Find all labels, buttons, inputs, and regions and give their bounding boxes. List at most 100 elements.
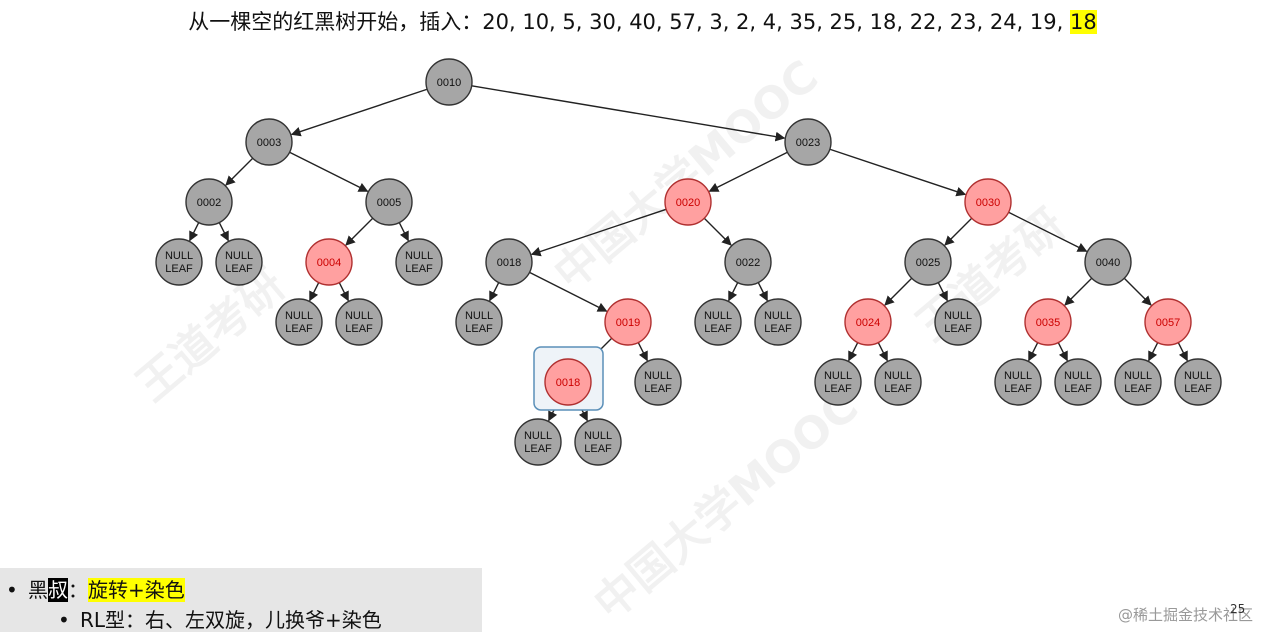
tree-edge [728,282,739,302]
null-leaf-label: NULL [1004,370,1032,382]
tree-node-0020: 0020 [664,178,712,226]
tree-edge [848,342,859,362]
tree-edge [1064,277,1093,306]
null-leaf-label: NULL [884,370,912,382]
page-number: 25 [1230,602,1246,616]
node-circle [664,178,712,226]
null-leaf-label: LEAF [824,383,852,395]
tree-node-0010: 0010 [425,58,473,106]
tree-edge [703,217,732,246]
node-label: 0002 [197,197,221,209]
null-leaf-circle [574,418,622,466]
null-leaf-label: NULL [1064,370,1092,382]
null-leaf-label: LEAF [1184,383,1212,395]
tree-edge [829,148,967,197]
node-label: 0035 [1036,317,1060,329]
node-label: 0004 [317,257,341,269]
tree-edge [489,282,500,302]
null-leaf-circle [934,298,982,346]
null-leaf-circle [814,358,862,406]
node-circle [1144,298,1192,346]
null-leaf-label: NULL [465,310,493,322]
node-label: 0023 [796,137,820,149]
null-leaf-circle [994,358,1042,406]
node-circle [485,238,533,286]
tree-edge [338,282,349,302]
null-leaf-circle [634,358,682,406]
null-leaf-label: NULL [764,310,792,322]
null-leaf-label: NULL [165,250,193,262]
note-black: 黑 [28,578,48,602]
node-label: 0018 [497,257,521,269]
note-rl-rule: RL型：右、左双旋，儿换爷+染色 [80,608,382,632]
node-label: 0020 [676,197,700,209]
null-leaf-circle [395,238,443,286]
null-leaf-label: NULL [225,250,253,262]
null-leaf-label: LEAF [225,263,253,275]
null-leaf-label: LEAF [524,443,552,455]
note-sep: ： [68,578,88,602]
tree-edge [225,157,254,186]
tree-node-0025: 0025 [904,238,952,286]
node-circle [365,178,413,226]
node-label: 0024 [856,317,880,329]
null-leaf-label: LEAF [764,323,792,335]
null-leaf-label: NULL [405,250,433,262]
credit-text: @稀土掘金技术社区 [1118,606,1254,624]
tree-edge [877,342,888,362]
tree-edge [309,282,320,302]
node-label: 0005 [377,197,401,209]
null-leaf-label: LEAF [1064,383,1092,395]
tree-node-0004: 0004 [305,238,353,286]
tree-edge [1177,342,1188,362]
null-leaf-label: NULL [285,310,313,322]
tree-edge [937,282,948,302]
node-circle [784,118,832,166]
null-leaf-label: NULL [584,430,612,442]
tree-node-0040: 0040 [1084,238,1132,286]
tree-edge [471,85,786,142]
null-leaf-circle [514,418,562,466]
null-leaf-label: NULL [345,310,373,322]
tree-edge [757,282,768,302]
tree-node-0035: 0035 [1024,298,1072,346]
tree-edge [1148,342,1159,362]
null-leaf-label: LEAF [285,323,313,335]
tree-edge [530,208,667,257]
null-leaf-label: LEAF [1124,383,1152,395]
node-label: 0040 [1096,257,1120,269]
node-label: 0025 [916,257,940,269]
tree-edges [189,85,1188,422]
tree-edge [345,217,374,246]
tree-edge [1008,211,1088,252]
note-uncle: 叔 [48,578,68,602]
title-highlight: 18 [1069,10,1097,34]
null-leaf-circle [874,358,922,406]
tree-edge [289,151,369,192]
notes-panel: •黑叔：旋转+染色 •RL型：右、左双旋，儿换爷+染色 [0,568,482,632]
null-leaf-label: LEAF [405,263,433,275]
tree-edge [398,222,409,242]
tree-node-0019: 0019 [604,298,652,346]
null-leaf-label: NULL [644,370,672,382]
tree-edge [189,222,200,242]
node-label: 0010 [437,77,461,89]
node-circle [904,238,952,286]
tree-node-0023: 0023 [784,118,832,166]
tree-edge [944,217,973,246]
null-leaf-circle [694,298,742,346]
tree-edge [1057,342,1068,362]
bullet-icon: • [58,608,70,632]
tree-edge [529,271,608,312]
